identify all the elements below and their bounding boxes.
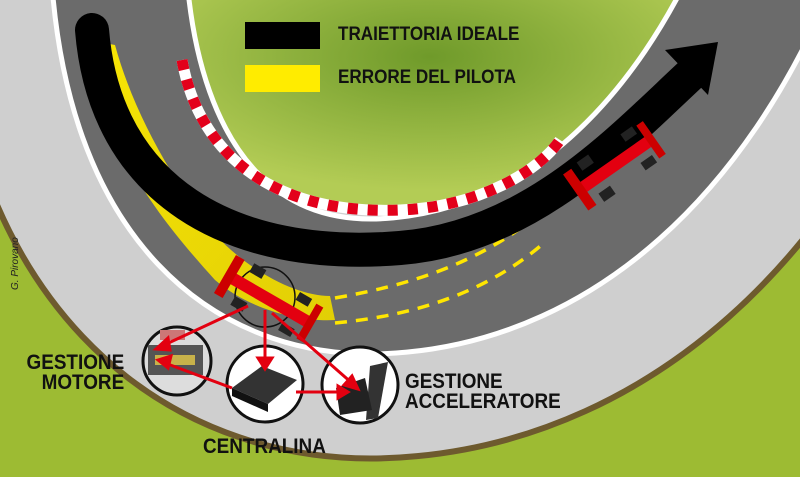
driver-error-dashed-2	[334, 240, 547, 325]
signal-arrows	[152, 304, 361, 401]
engine-label-line2: MOTORE	[41, 370, 125, 394]
throttle-pedal-detail	[320, 345, 400, 425]
engine-label-line1: GESTIONE	[26, 351, 125, 374]
engine-label: GESTIONE MOTORE	[18, 351, 125, 394]
throttle-label-line1: GESTIONE	[405, 370, 503, 393]
ecu-label: CENTRALINA	[203, 435, 326, 458]
car-error	[213, 254, 324, 343]
legend-swatch-ideal	[245, 22, 320, 49]
illustrator-credit: G. Pirovano	[10, 237, 21, 290]
engine-detail	[141, 325, 213, 397]
ideal-trajectory	[75, 13, 707, 267]
throttle-label: GESTIONE ACCELERATORE	[405, 370, 561, 413]
throttle-label-line2: ACCELERATORE	[405, 389, 561, 413]
kerb-red	[176, 59, 565, 216]
legend-label-ideal: TRAIETTORIA IDEALE	[338, 24, 520, 45]
legend-swatch-error	[245, 65, 320, 92]
ideal-trajectory-arrowhead	[665, 42, 718, 95]
legend-label-error: ERRORE DEL PILOTA	[338, 67, 516, 88]
ecu-detail	[225, 344, 305, 424]
car-ideal	[563, 121, 666, 211]
driver-error-dashed-1	[334, 223, 527, 300]
infield-grass	[171, 0, 685, 213]
